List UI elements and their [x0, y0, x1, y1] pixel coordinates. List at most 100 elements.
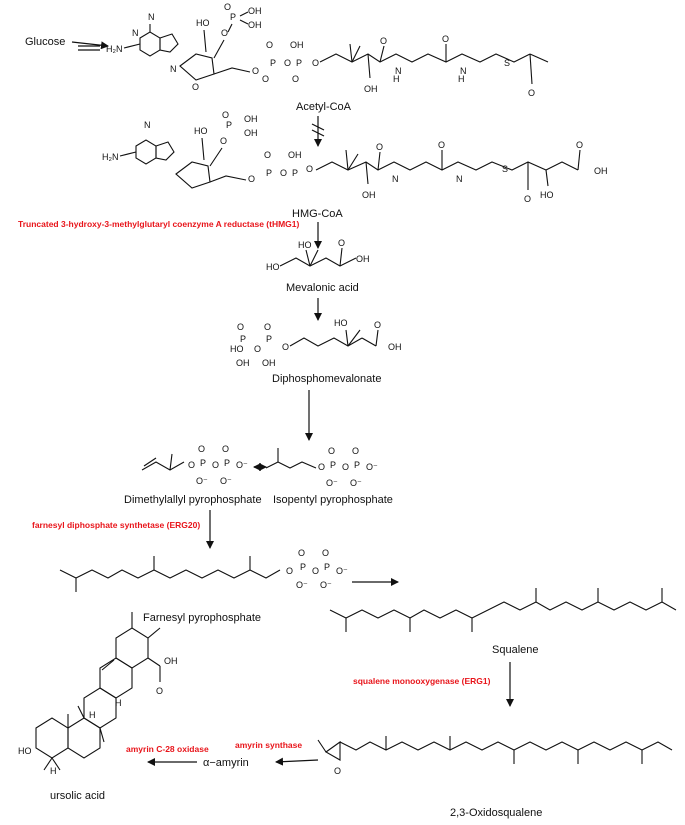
- n-atom: N: [144, 120, 151, 130]
- adenine-n-atom: N: [148, 12, 155, 22]
- oh-group: OH: [356, 254, 370, 264]
- mevalonic-acid-structure: HO HO O OH: [266, 238, 370, 272]
- o-atom: O: [264, 322, 271, 332]
- p-atom: P: [226, 120, 232, 130]
- s-atom: S: [504, 58, 510, 68]
- o-atom: O: [222, 444, 229, 454]
- o-atom: O: [318, 462, 325, 472]
- epoxide-o-atom: O: [334, 766, 341, 776]
- ho-group: HO: [298, 240, 312, 250]
- fpp-structure: O P O O⁻ O P O O⁻ O⁻: [59, 548, 348, 592]
- oh-group: OH: [164, 656, 178, 666]
- n-atom: N: [132, 28, 139, 38]
- h-atom: H: [458, 74, 465, 84]
- hmg-coa-structure: N H₂N HO O P O OH OH O P O O P OH O OH O…: [102, 110, 608, 204]
- diphosphomevalonate-label: Diphosphomevalonate: [272, 373, 381, 385]
- p-atom: P: [330, 460, 336, 470]
- n-atom: N: [456, 174, 463, 184]
- o-atom: O: [252, 66, 259, 76]
- oh-group: OH: [248, 20, 262, 30]
- mevalonic-acid-label: Mevalonic acid: [286, 282, 359, 294]
- o-atom: O: [524, 194, 531, 204]
- diphosphomevalonate-structure: O P HO OH O O P OH O HO O OH: [230, 318, 402, 368]
- o-atom: O: [198, 444, 205, 454]
- o-atom: O: [254, 344, 261, 354]
- o-atom: O: [282, 342, 289, 352]
- o-atom: O: [212, 460, 219, 470]
- o-atom: O: [221, 28, 228, 38]
- p-atom: P: [230, 12, 236, 22]
- oh-group: OH: [362, 190, 376, 200]
- o-atom: O: [266, 40, 273, 50]
- hmg-coa-label: HMG-CoA: [292, 208, 343, 220]
- ho-group: HO: [266, 262, 280, 272]
- ho-group: HO: [196, 18, 210, 28]
- n-atom: N: [395, 66, 402, 76]
- oh-group: OH: [236, 358, 250, 368]
- p-atom: P: [292, 168, 298, 178]
- oh-group: OH: [290, 40, 304, 50]
- acetyl-coa-structure: N H₂N N N O HO O P O OH OH O P O O O P O…: [106, 2, 549, 98]
- n-atom: N: [392, 174, 399, 184]
- o-atom: O: [376, 142, 383, 152]
- o-atom: O: [352, 446, 359, 456]
- o-atom: O: [280, 168, 287, 178]
- o-atom: O: [380, 36, 387, 46]
- h-atom: H: [89, 710, 96, 720]
- o-atom: O: [312, 566, 319, 576]
- amyrin-label: α−amyrin: [203, 757, 249, 769]
- enzyme-c28-oxidase-label: amyrin C-28 oxidase: [126, 744, 209, 754]
- n-atom: N: [460, 66, 467, 76]
- oh-group: OH: [594, 166, 608, 176]
- s-atom: S: [502, 164, 508, 174]
- ipp-structure: O P O O⁻ O P O O⁻ O⁻: [265, 446, 378, 488]
- ring-o-atom: O: [192, 82, 199, 92]
- o-atom: O: [322, 548, 329, 558]
- o-atom: O: [220, 136, 227, 146]
- o-atom: O: [248, 174, 255, 184]
- oh-group: O: [262, 74, 269, 84]
- o-minus: O⁻: [366, 462, 378, 472]
- amine-label: H₂N: [102, 152, 119, 162]
- p-atom: P: [300, 562, 306, 572]
- p-atom: P: [200, 458, 206, 468]
- oh-group: OH: [388, 342, 402, 352]
- oh-group: OH: [248, 6, 262, 16]
- ursolic-acid-label: ursolic acid: [50, 790, 105, 802]
- o-atom: O: [292, 74, 299, 84]
- oh-group: OH: [364, 84, 378, 94]
- enzyme-thmg1-label: Truncated 3-hydroxy-3-methylglutaryl coe…: [18, 219, 300, 229]
- o-minus: O⁻: [350, 478, 362, 488]
- h-atom: H: [115, 698, 122, 708]
- o-minus: O⁻: [336, 566, 348, 576]
- multistep-arrow-acetyl-coa: [311, 116, 325, 147]
- oh-group: OH: [244, 128, 258, 138]
- o-atom: O: [374, 320, 381, 330]
- p-atom: P: [224, 458, 230, 468]
- o-atom: O: [338, 238, 345, 248]
- ho-group: HO: [194, 126, 208, 136]
- p-atom: P: [266, 334, 272, 344]
- ho-group: HO: [18, 746, 32, 756]
- o-atom: O: [442, 34, 449, 44]
- o-atom: O: [328, 446, 335, 456]
- o-atom: O: [342, 462, 349, 472]
- p-atom: P: [240, 334, 246, 344]
- glucose-label: Glucose: [25, 36, 65, 48]
- squalene-structure: [329, 588, 677, 632]
- enzyme-erg1-label: squalene monooxygenase (ERG1): [353, 676, 491, 686]
- p-atom: P: [296, 58, 302, 68]
- o-atom: O: [298, 548, 305, 558]
- o-atom: O: [224, 2, 231, 12]
- oh-group: OH: [288, 150, 302, 160]
- p-atom: P: [354, 460, 360, 470]
- o-minus: O⁻: [296, 580, 308, 590]
- enzyme-amyrin-synthase-label: amyrin synthase: [235, 740, 302, 750]
- squalene-label: Squalene: [492, 644, 539, 656]
- h-atom: H: [393, 74, 400, 84]
- o-atom: O: [156, 686, 163, 696]
- ho-group: HO: [230, 344, 244, 354]
- n-atom: N: [170, 64, 177, 74]
